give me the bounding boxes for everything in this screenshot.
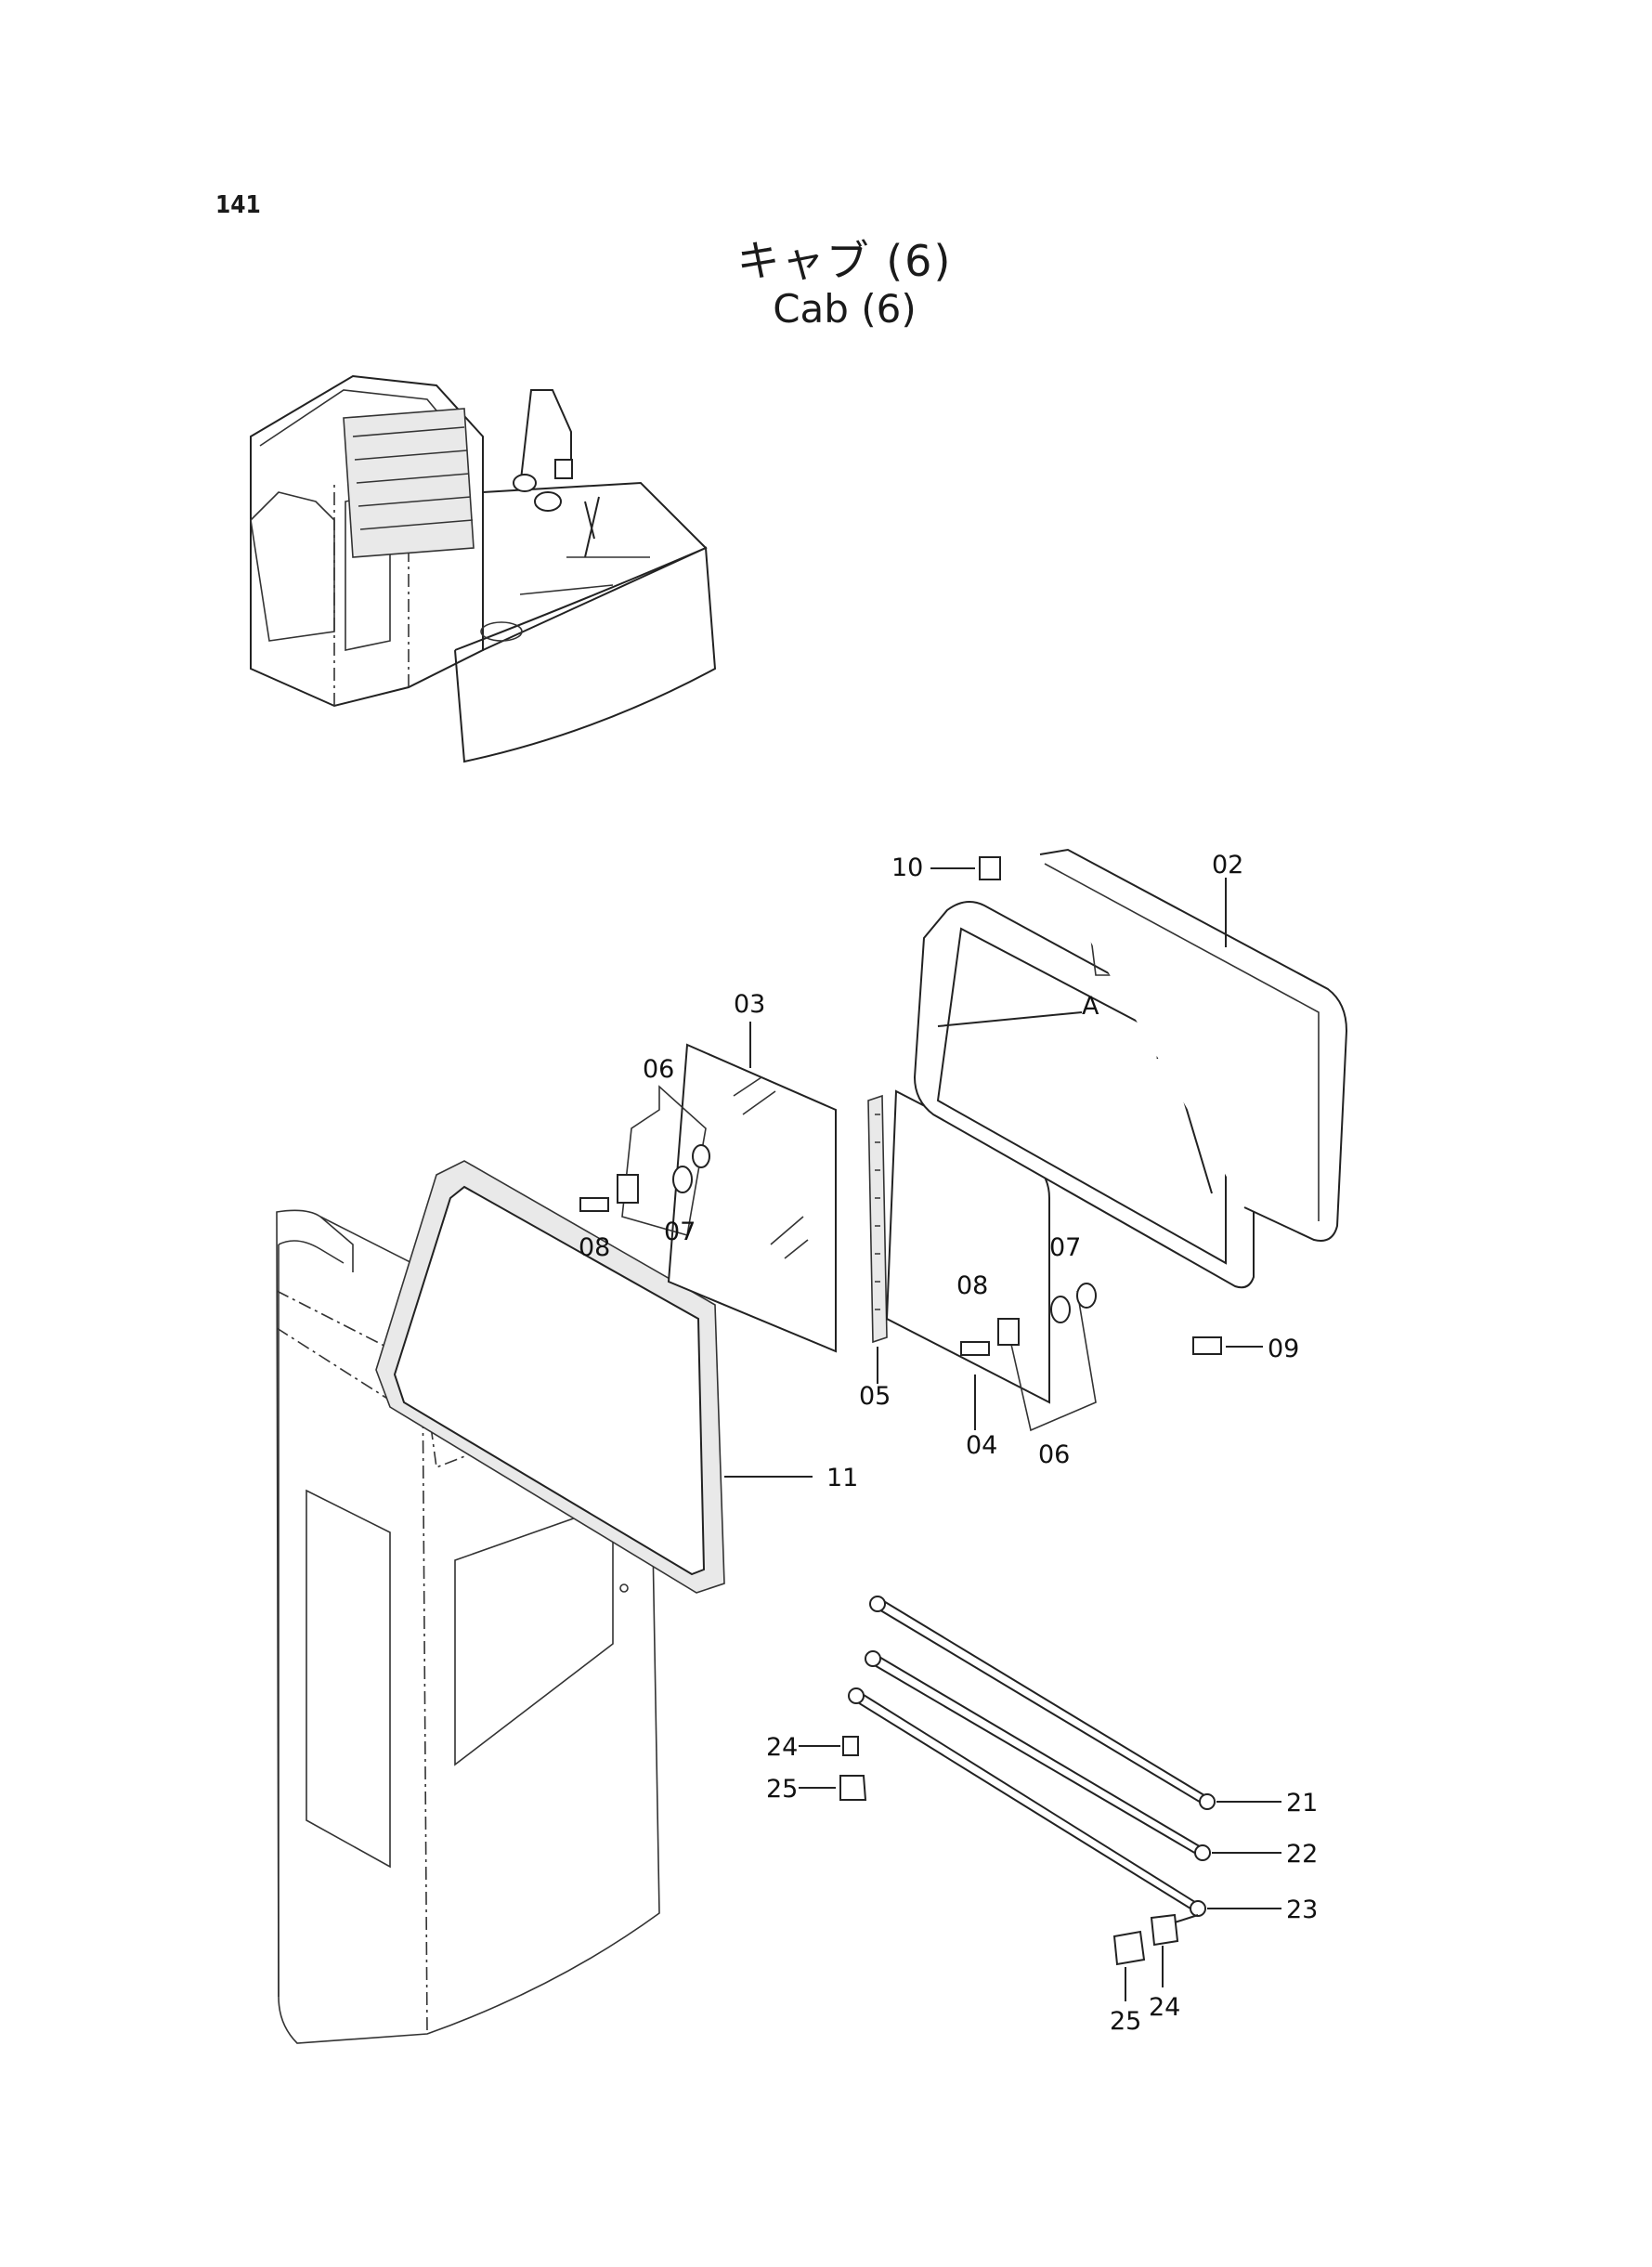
callout-09: 09 (1268, 1335, 1299, 1363)
callout-25-left: 25 (766, 1775, 798, 1804)
callout-02: 02 (1212, 851, 1243, 879)
callout-05: 05 (859, 1382, 891, 1411)
fasteners-left: 24 25 (766, 1733, 867, 1804)
callout-08-left: 08 (579, 1233, 610, 1262)
excavator-overview-icon (250, 374, 717, 763)
part-11-window-seal: 11 (375, 1160, 858, 1594)
callout-07-right: 07 (1049, 1233, 1081, 1262)
callout-07-left: 07 (664, 1218, 696, 1246)
callout-06-left: 06 (643, 1055, 674, 1084)
callout-11: 11 (826, 1464, 858, 1492)
title-english: Cab (6) (773, 286, 917, 332)
callout-06-right: 06 (1038, 1440, 1070, 1469)
callout-25-right: 25 (1110, 2007, 1141, 2036)
callout-08-right: 08 (956, 1271, 988, 1300)
stays-21-22-23: 21 22 23 (848, 1596, 1318, 1924)
part-03-glass: 03 (667, 990, 837, 1353)
latch-group-left: 06 07 08 (579, 1055, 710, 1262)
part-01-frame: 01 A B (913, 901, 1255, 1289)
title-japanese: キャブ (6) (736, 236, 953, 286)
callout-24-right: 24 (1149, 1993, 1180, 2022)
callout-21: 21 (1286, 1789, 1318, 1818)
callout-22: 22 (1286, 1840, 1318, 1869)
part-10-block: 10 (891, 853, 1001, 882)
latch-group-right: 07 08 06 (956, 1233, 1097, 1469)
page-number: 141 (215, 191, 261, 219)
part-02-outer-seal: 02 (1039, 848, 1348, 1242)
callout-24-left: 24 (766, 1733, 798, 1762)
callout-10: 10 (891, 853, 923, 882)
callout-23: 23 (1286, 1896, 1318, 1924)
part-05-seal-strip: 05 (859, 1094, 891, 1411)
callout-A: A (1082, 992, 1099, 1021)
part-09-block: 09 (1192, 1335, 1299, 1363)
callout-04: 04 (966, 1431, 997, 1460)
callout-03: 03 (734, 990, 765, 1019)
fasteners-right: 24 25 (1110, 1913, 1199, 2036)
